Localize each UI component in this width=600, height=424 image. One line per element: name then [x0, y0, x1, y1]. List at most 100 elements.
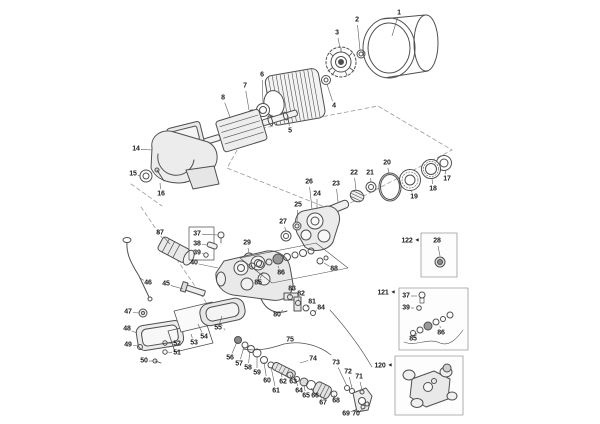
part-label-55: 55: [214, 324, 222, 332]
part-label-2: 2: [355, 16, 359, 24]
leader-85-callout: [415, 332, 418, 335]
leader-17: [444, 169, 447, 175]
part-label-54: 54: [200, 333, 208, 341]
part-label-73: 73: [332, 359, 340, 367]
part-label-57: 57: [235, 360, 243, 368]
leader-88: [323, 262, 330, 267]
part-label-56: 56: [226, 354, 234, 362]
callout-box-121: [398, 287, 469, 351]
part-label-58: 58: [244, 364, 252, 372]
crankcase-drawing: [294, 205, 341, 251]
part-label-23: 23: [332, 180, 340, 188]
part-label-26: 26: [305, 178, 313, 186]
leader-7: [245, 90, 250, 111]
part-label-87: 87: [156, 229, 164, 237]
part-label-84: 84: [317, 304, 325, 312]
part-label-39: 39: [193, 249, 201, 257]
leader-25: [296, 209, 298, 223]
leader-87: [163, 236, 171, 245]
valve-train-drawing: [248, 247, 329, 270]
part-label-72: 72: [344, 368, 352, 376]
leader-52: [166, 342, 173, 344]
leader-85: [259, 271, 264, 279]
part-label-19: 19: [410, 193, 418, 201]
bearing-19-drawing: [399, 169, 421, 191]
part-label-1: 1: [397, 9, 401, 17]
cover-55-drawing: [199, 297, 246, 327]
leader-64: [295, 379, 298, 387]
shaft-nut-drawing: [356, 49, 366, 59]
leader-22: [354, 177, 357, 191]
leader-73: [337, 367, 348, 387]
outlet-elbow-drawing: [283, 292, 316, 316]
part-label-8: 8: [221, 94, 225, 102]
leader-81: [306, 305, 309, 308]
leader-61: [270, 366, 276, 387]
part-label-45: 45: [162, 280, 170, 288]
leader-65: [303, 384, 306, 392]
leader-3: [337, 37, 341, 49]
part-label-49: 49: [124, 341, 132, 349]
part-label-27: 27: [279, 218, 287, 226]
part-label-22: 22: [350, 169, 358, 177]
part-label-69: 69: [342, 410, 350, 418]
leader-45: [170, 285, 184, 290]
part-label-66: 66: [311, 392, 319, 400]
leader-20: [387, 167, 390, 175]
part-label-67: 67: [319, 399, 327, 407]
housing-bolt-drawing: [154, 167, 165, 182]
feed-line-73: [329, 309, 373, 368]
callout-arrow-120: ◄: [387, 362, 393, 369]
part-label-25: 25: [294, 201, 302, 209]
part-label-16: 16: [157, 190, 165, 198]
leader-26: [309, 186, 313, 210]
part-label-40: 40: [190, 259, 198, 267]
part-label-64: 64: [295, 387, 303, 395]
part-label-20: 20: [383, 159, 391, 167]
stator-drawing: [263, 68, 326, 126]
part-label-38: 38: [193, 240, 201, 248]
leader-14: [140, 149, 153, 151]
leader-lines: [131, 17, 447, 413]
leader-63: [289, 374, 292, 378]
part-label-37-callout: 37: [402, 292, 410, 300]
part-label-85: 85: [254, 279, 262, 287]
leader-40: [198, 263, 219, 269]
motor-housing-drawing: [150, 121, 220, 190]
manifold-drawing: [215, 250, 294, 301]
part-label-88: 88: [330, 265, 338, 273]
part-label-39-callout: 39: [402, 304, 410, 312]
part-label-3: 3: [335, 29, 339, 37]
callout-arrow-122: ◄: [414, 237, 420, 244]
piston-assembly-drawing: [234, 336, 373, 413]
leader-84: [313, 310, 317, 313]
part-label-63: 63: [289, 378, 297, 386]
part-label-4: 4: [332, 102, 336, 110]
leader-54: [197, 323, 203, 333]
callout-label-121: 121: [377, 289, 389, 297]
part-label-7: 7: [243, 82, 247, 90]
leader-18: [431, 177, 433, 185]
part-label-52: 52: [173, 340, 181, 348]
leader-curve-75: [242, 342, 332, 356]
leader-16: [159, 182, 161, 190]
part-label-65: 65: [302, 392, 310, 400]
leader-62: [280, 371, 283, 378]
leader-71: [359, 381, 363, 391]
part-label-21: 21: [366, 169, 374, 177]
leader-8: [224, 102, 231, 118]
motor-cover-drawing: [362, 14, 439, 79]
leader-15: [137, 175, 141, 177]
dipstick-drawing: [122, 237, 153, 302]
fan-washer-drawing: [321, 75, 331, 85]
part-label-5: 5: [288, 127, 292, 135]
leader-4: [326, 83, 333, 102]
part-label-46: 46: [144, 279, 152, 287]
part-label-24: 24: [313, 190, 321, 198]
leader-66: [310, 387, 314, 392]
part-label-61: 61: [272, 387, 280, 395]
leader-58: [248, 350, 251, 364]
projection-lines: [130, 105, 453, 331]
fan-drawing: [325, 46, 357, 78]
part-label-82: 82: [297, 290, 305, 298]
